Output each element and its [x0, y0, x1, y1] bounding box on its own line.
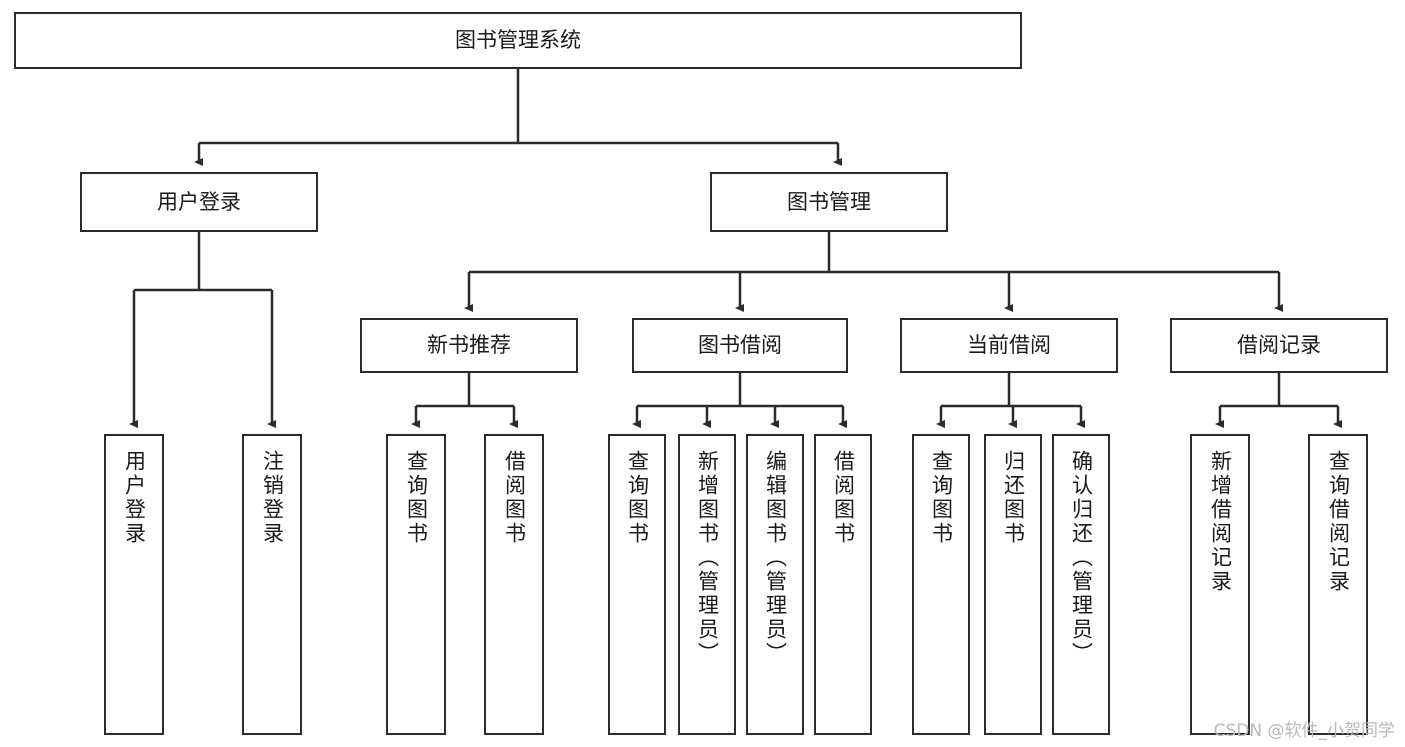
node-borrow-record-label: 借阅记录	[1237, 333, 1321, 358]
node-leaf-add-book-label: 新增图书（管理员）	[695, 450, 720, 666]
node-leaf-query-book-2[interactable]: 查询图书	[608, 434, 666, 735]
node-leaf-query-book-3[interactable]: 查询图书	[912, 434, 970, 735]
node-leaf-logout-label: 注销登录	[260, 450, 285, 546]
node-current-borrow[interactable]: 当前借阅	[900, 318, 1118, 373]
node-leaf-edit-book[interactable]: 编辑图书（管理员）	[746, 434, 804, 735]
node-leaf-query-record[interactable]: 查询借阅记录	[1308, 434, 1368, 735]
node-leaf-confirm-return[interactable]: 确认归还（管理员）	[1052, 434, 1110, 735]
node-borrow-record[interactable]: 借阅记录	[1170, 318, 1388, 373]
watermark-text: CSDN @软件_小贺同学	[1213, 721, 1395, 741]
node-leaf-query-book-1[interactable]: 查询图书	[386, 434, 446, 735]
node-leaf-query-book-1-label: 查询图书	[404, 450, 429, 546]
node-leaf-return-book[interactable]: 归还图书	[984, 434, 1042, 735]
node-leaf-add-book[interactable]: 新增图书（管理员）	[678, 434, 736, 735]
node-user-login-label: 用户登录	[157, 189, 241, 214]
node-leaf-user-login[interactable]: 用户登录	[104, 434, 164, 735]
node-root-label: 图书管理系统	[455, 28, 581, 53]
node-new-book-rec[interactable]: 新书推荐	[360, 318, 578, 373]
node-leaf-logout[interactable]: 注销登录	[242, 434, 302, 735]
node-leaf-add-record[interactable]: 新增借阅记录	[1190, 434, 1250, 735]
node-book-borrow[interactable]: 图书借阅	[632, 318, 848, 373]
node-leaf-borrow-book-2-label: 借阅图书	[831, 450, 856, 546]
node-book-manage-label: 图书管理	[787, 189, 871, 214]
node-new-book-rec-label: 新书推荐	[427, 333, 511, 358]
node-leaf-query-book-2-label: 查询图书	[625, 450, 650, 546]
node-leaf-add-record-label: 新增借阅记录	[1208, 450, 1233, 594]
node-leaf-query-record-label: 查询借阅记录	[1326, 450, 1351, 594]
node-root[interactable]: 图书管理系统	[14, 12, 1022, 69]
node-leaf-query-book-3-label: 查询图书	[929, 450, 954, 546]
node-user-login[interactable]: 用户登录	[80, 172, 318, 232]
node-leaf-borrow-book-1[interactable]: 借阅图书	[484, 434, 544, 735]
node-book-manage[interactable]: 图书管理	[710, 172, 948, 232]
node-leaf-borrow-book-2[interactable]: 借阅图书	[814, 434, 872, 735]
node-book-borrow-label: 图书借阅	[698, 333, 782, 358]
node-leaf-edit-book-label: 编辑图书（管理员）	[763, 450, 788, 666]
node-leaf-return-book-label: 归还图书	[1001, 450, 1026, 546]
node-leaf-borrow-book-1-label: 借阅图书	[502, 450, 527, 546]
node-current-borrow-label: 当前借阅	[967, 333, 1051, 358]
node-leaf-confirm-return-label: 确认归还（管理员）	[1069, 450, 1094, 666]
node-leaf-user-login-label: 用户登录	[122, 450, 147, 546]
